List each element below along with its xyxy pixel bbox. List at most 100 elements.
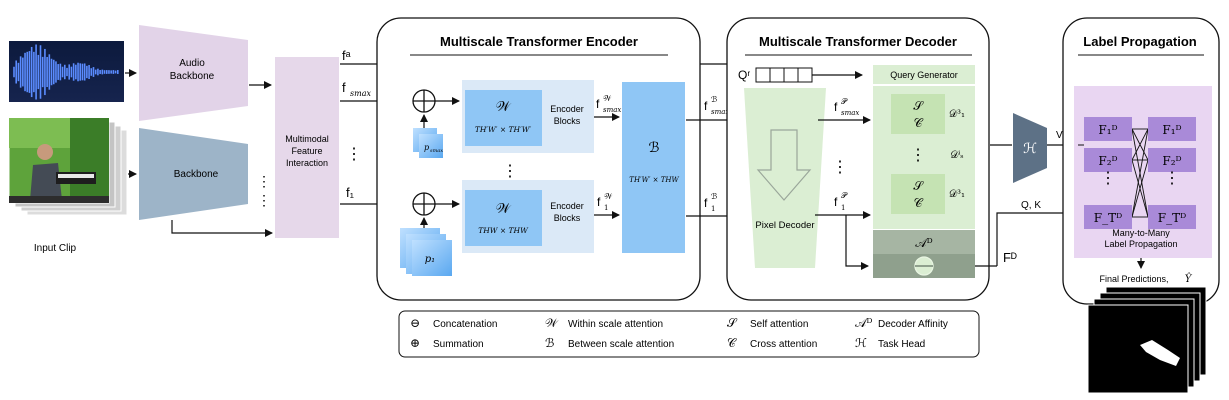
lp-cell-label: F₁ᴰ (1098, 123, 1117, 137)
svg-text:𝒫: 𝒫 (841, 191, 848, 200)
query-tokens (755, 67, 813, 83)
positional-encoding-1: p₁ (400, 228, 452, 276)
svg-text:smax: smax (430, 148, 443, 154)
lp-cell (1084, 148, 1132, 172)
self-cross-attention-bottom: 𝒮 𝒞 (891, 174, 945, 214)
svg-text:f: f (596, 97, 600, 111)
svg-text:ℬ: ℬ (711, 95, 717, 104)
encoder-panel: Multiscale Transformer Encoder (376, 17, 701, 301)
legend-symbol: 𝒮 (727, 316, 738, 330)
positional-encoding-smax: p smax (413, 128, 443, 158)
svg-text:f: f (834, 195, 838, 209)
f-1-label: f₁ (346, 185, 355, 200)
svg-text:Query Generator: Query Generator (890, 70, 958, 80)
svg-text:Feature: Feature (291, 146, 322, 156)
svg-text:smax: smax (603, 106, 621, 114)
svg-text:V: V (1056, 130, 1063, 141)
svg-text:𝒫: 𝒫 (841, 97, 848, 106)
multimodal-feature-interaction: Multimodal Feature Interaction (275, 57, 339, 238)
query-generator: Query Generator (873, 65, 975, 84)
f-audio-label: fᵃ (342, 48, 351, 63)
svg-text:Backbone: Backbone (174, 169, 219, 180)
legend-label: Decoder Affinity (878, 319, 948, 330)
svg-text:Pixel Decoder: Pixel Decoder (755, 220, 814, 231)
svg-text:𝒲: 𝒲 (604, 192, 613, 201)
svg-text:𝒮: 𝒮 (913, 99, 924, 113)
legend-label: Task Head (878, 339, 925, 350)
svg-text:f: f (834, 100, 838, 114)
encoder-title: Multiscale Transformer Encoder (440, 34, 638, 49)
lp-cell-label: F₂ᴰ (1162, 154, 1181, 168)
video-backbone: Backbone (139, 128, 248, 220)
legend-symbol: ℋ (855, 336, 867, 350)
legend-symbol: ℬ (545, 336, 554, 350)
svg-text:𝒲: 𝒲 (496, 201, 512, 217)
task-head: ℋ (1013, 113, 1047, 183)
legend-label: Within scale attention (568, 319, 663, 330)
f-smax-label: f (342, 80, 346, 95)
svg-text:Blocks: Blocks (554, 213, 581, 223)
svg-text:Label Propagation: Label Propagation (1104, 239, 1177, 249)
lp-cell (1148, 117, 1196, 141)
decoder-affinity: 𝒜ᴰ (873, 230, 975, 254)
svg-text:Encoder: Encoder (550, 201, 584, 211)
within-scale-block-top: 𝒲 TH′W′ × TH′W′ Encoder Blocks (462, 80, 594, 153)
lp-cell-label: F₁ᴰ (1162, 123, 1181, 137)
legend-label: Self attention (750, 319, 808, 330)
svg-text:⋮: ⋮ (910, 147, 926, 164)
svg-text:ℋ: ℋ (1023, 141, 1037, 157)
svg-text:𝒲: 𝒲 (603, 94, 612, 103)
svg-text:𝒟ⁱₛ: 𝒟ⁱₛ (950, 150, 963, 161)
svg-text:𝒮: 𝒮 (913, 179, 924, 193)
lp-cell (1084, 117, 1132, 141)
svg-text:𝒟³₁: 𝒟³₁ (949, 189, 965, 200)
svg-text:1: 1 (711, 205, 715, 213)
label-propagation-title: Label Propagation (1083, 34, 1196, 49)
decoder-title: Multiscale Transformer Decoder (759, 34, 957, 49)
svg-text:𝒟³₁: 𝒟³₁ (949, 109, 965, 120)
svg-text:⋮: ⋮ (346, 146, 362, 163)
svg-text:p: p (424, 143, 429, 152)
svg-text:smax: smax (841, 109, 859, 117)
svg-text:p₁: p₁ (425, 254, 435, 265)
query-label: Qʳ (738, 68, 750, 82)
legend-symbol: 𝒜ᴰ (855, 316, 872, 330)
lp-cell-label: F_Tᴰ (1158, 211, 1186, 225)
concatenation-node (873, 254, 975, 278)
svg-text:f: f (597, 195, 601, 209)
svg-text:𝒞: 𝒞 (914, 196, 924, 210)
legend-label: Between scale attention (568, 339, 674, 350)
summation-bottom (412, 192, 436, 216)
svg-text:Encoder: Encoder (550, 104, 584, 114)
svg-text:f: f (704, 196, 708, 210)
svg-text:𝒲: 𝒲 (496, 99, 512, 115)
svg-text:1: 1 (604, 204, 608, 212)
self-cross-attention-top: 𝒮 𝒞 (891, 94, 945, 134)
lp-cell-label: F_Tᴰ (1094, 211, 1122, 225)
svg-text:TH′W′ × TH′W′: TH′W′ × TH′W′ (475, 125, 532, 134)
svg-text:⋮: ⋮ (257, 192, 271, 208)
legend-label: Cross attention (750, 339, 817, 350)
legend-label: Concatenation (433, 319, 498, 330)
legend-symbol: ⊕ (410, 336, 420, 350)
input-clip-caption: Input Clip (34, 243, 77, 254)
summation-top (412, 89, 436, 113)
within-scale-block-bottom: 𝒲 THW × THW Encoder Blocks (462, 180, 594, 253)
between-scale-block: ℬ TH′W′ × THW (622, 82, 685, 253)
svg-text:smax: smax (350, 89, 371, 98)
svg-text:Ŷ: Ŷ (1185, 273, 1193, 285)
prediction-masks (1087, 286, 1207, 394)
svg-text:Q, K: Q, K (1021, 200, 1041, 211)
audio-waveform (9, 41, 124, 102)
svg-text:TH′W′ × THW: TH′W′ × THW (629, 176, 679, 184)
svg-text:𝒞: 𝒞 (914, 116, 924, 130)
lp-cell (1148, 148, 1196, 172)
final-predictions-label: Final Predictions, (1099, 274, 1168, 284)
legend-label: Summation (433, 339, 484, 350)
audio-backbone: Audio Backbone (139, 25, 248, 121)
input-clip-frames (8, 117, 128, 216)
legend-symbol: 𝒞 (727, 336, 737, 350)
